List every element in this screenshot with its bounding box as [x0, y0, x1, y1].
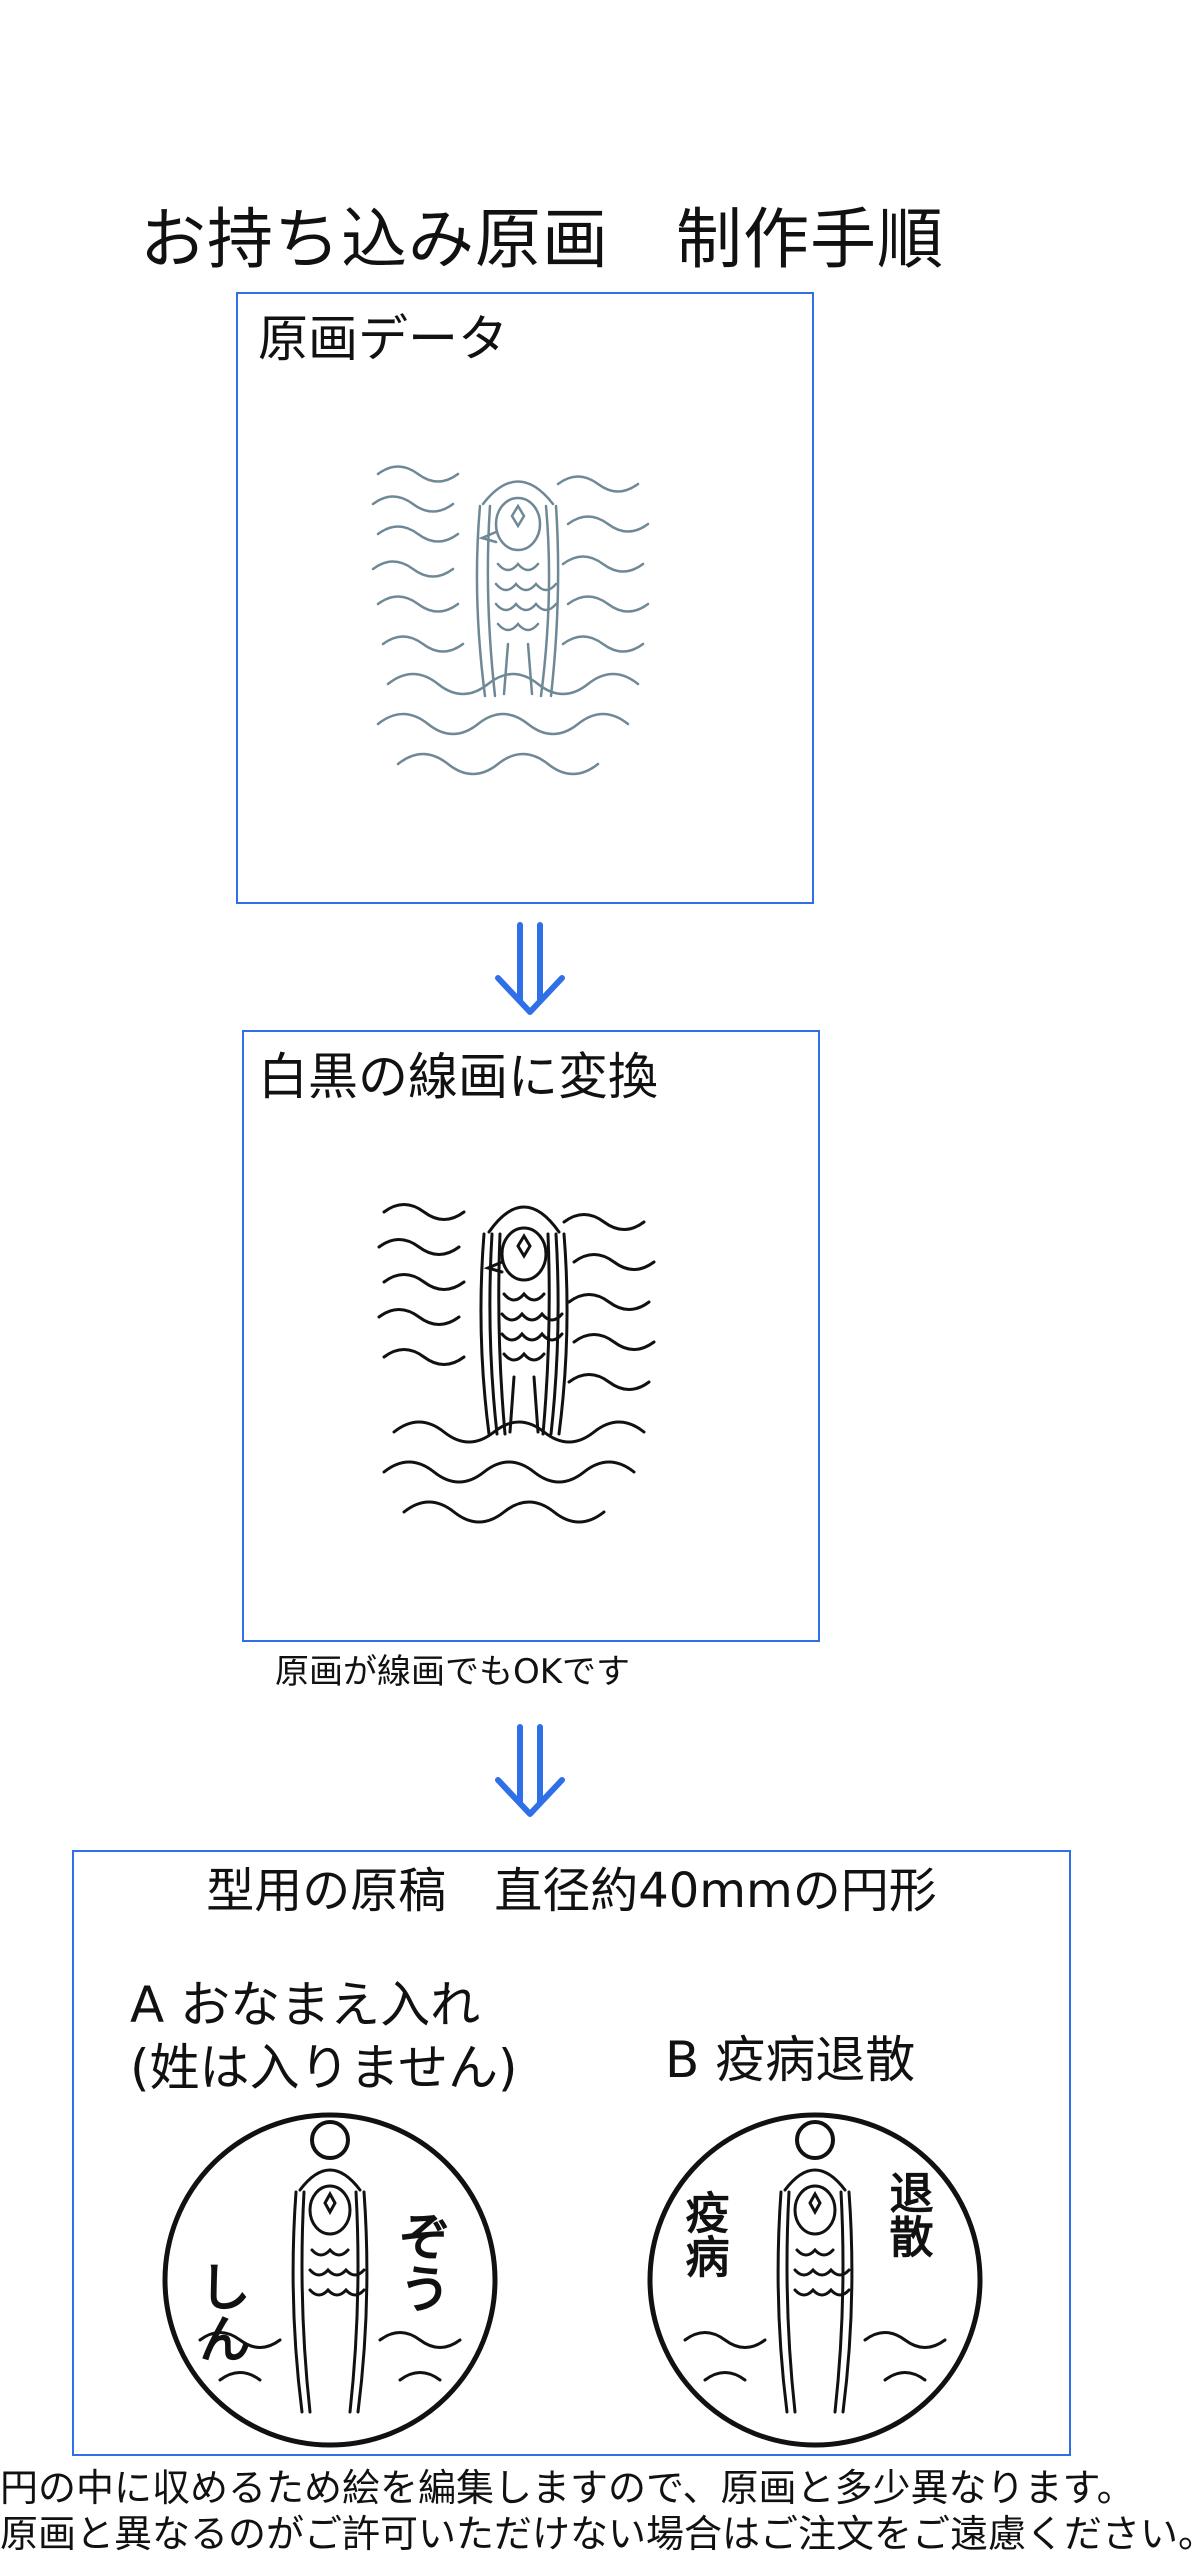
amabie-color-sketch	[371, 465, 650, 776]
stamp-a-right-text: ぞう	[390, 2210, 451, 2314]
option-a-note: (姓は入りません)	[130, 2039, 518, 2097]
step1-label: 原画データ	[258, 310, 508, 368]
option-a-label: A おなまえ入れ	[130, 1976, 481, 2034]
amabie-line-art	[377, 1203, 656, 1524]
step2-box: 白黒の線画に変換	[242, 1030, 820, 1642]
stamp-b-right-text: 退散	[882, 2170, 934, 2258]
line-art-note: 原画が線画でもOKです	[275, 1652, 631, 1692]
footer-note-2: 原画と異なるのがご許可いただけない場合はご注文をご遠慮ください。	[0, 2512, 1203, 2556]
step1-box: 原画データ	[236, 292, 814, 904]
step3-label: 型用の原稿 直径約40mmの円形	[206, 1863, 937, 1919]
stamp-a: しん ぞう	[162, 2112, 498, 2448]
double-down-arrow-icon	[490, 920, 570, 1020]
double-down-arrow-icon	[490, 1722, 570, 1822]
stamp-a-left-text: しん	[190, 2260, 251, 2364]
page-title: お持ち込み原画 制作手順	[140, 201, 944, 278]
option-b-label: B 疫病退散	[665, 2031, 916, 2089]
step2-label: 白黒の線画に変換	[258, 1048, 658, 1106]
footer-note-1: 円の中に収めるため絵を編集しますので、原画と多少異なります。	[0, 2466, 1135, 2510]
step3-box	[72, 1850, 1071, 2456]
stamp-b-left-text: 疫病	[678, 2190, 730, 2279]
stamp-b: 疫病 退散	[647, 2112, 983, 2448]
